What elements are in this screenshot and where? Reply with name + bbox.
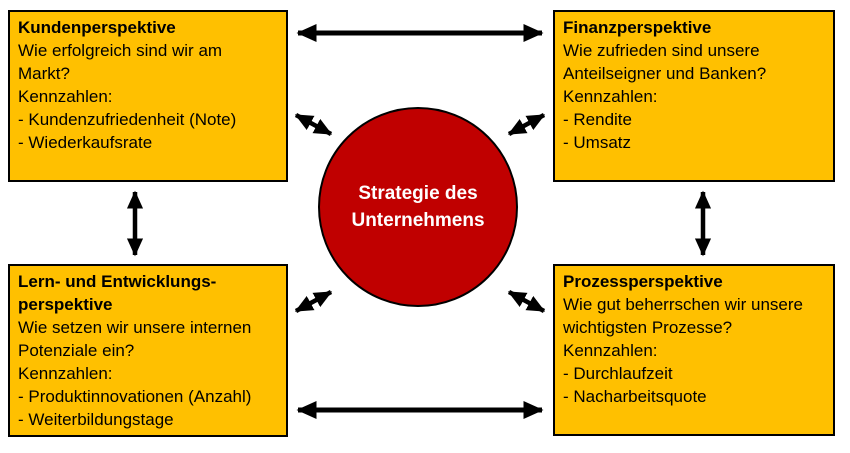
box-question-line: Wie gut beherrschen wir unsere xyxy=(563,295,804,314)
box-title: Prozessperspektive xyxy=(563,272,723,291)
metric-item: - Rendite xyxy=(563,110,632,129)
box-question-line: Wie erfolgreich sind wir am xyxy=(18,41,223,60)
box-finanzperspektive: Finanzperspektive Wie zufrieden sind uns… xyxy=(553,10,835,182)
metric-item: - Umsatz xyxy=(563,133,631,152)
arrow-diagonal-upper-right xyxy=(507,113,546,136)
box-question-line: Anteilseigner und Banken? xyxy=(563,64,767,83)
arrow-diagonal-upper-left xyxy=(294,113,333,136)
strategy-circle: Strategie des Unternehmens xyxy=(318,107,518,307)
box-kundenperspektive: Kundenperspektive Wie erfolgreich sind w… xyxy=(8,10,288,182)
kennzahlen-label: Kennzahlen: xyxy=(18,87,113,106)
kennzahlen-label: Kennzahlen: xyxy=(563,87,658,106)
kennzahlen-label: Kennzahlen: xyxy=(18,364,113,383)
box-title: Finanzperspektive xyxy=(563,18,712,37)
box-prozessperspektive: Prozessperspektive Wie gut beherrschen w… xyxy=(553,264,835,436)
metric-item: - Nacharbeitsquote xyxy=(563,387,707,406)
box-question-line: Wie zufrieden sind unsere xyxy=(563,41,760,60)
metric-item: - Wiederkaufsrate xyxy=(18,133,153,152)
arrow-diagonal-lower-right xyxy=(507,290,546,313)
box-title: perspektive xyxy=(18,295,113,314)
box-lern-und-entwicklungsperspektive: Lern- und Entwicklungs- perspektive Wie … xyxy=(8,264,288,437)
metric-item: - Weiterbildungstage xyxy=(18,410,174,429)
circle-text-line: Strategie des xyxy=(358,183,478,204)
box-question-line: Markt? xyxy=(18,64,70,83)
metric-item: - Produktinnovationen (Anzahl) xyxy=(18,387,252,406)
metric-item: - Kundenzufriedenheit (Note) xyxy=(18,110,237,129)
box-title: Kundenperspektive xyxy=(18,18,176,37)
box-question-line: Wie setzen wir unsere internen xyxy=(18,318,252,337)
box-title: Lern- und Entwicklungs- xyxy=(18,272,217,291)
kennzahlen-label: Kennzahlen: xyxy=(563,341,658,360)
metric-item: - Durchlaufzeit xyxy=(563,364,673,383)
arrow-diagonal-lower-left xyxy=(294,290,333,313)
circle-text-line: Unternehmens xyxy=(351,210,485,231)
box-question-line: Potenziale ein? xyxy=(18,341,135,360)
box-question-line: wichtigsten Prozesse? xyxy=(563,318,733,337)
